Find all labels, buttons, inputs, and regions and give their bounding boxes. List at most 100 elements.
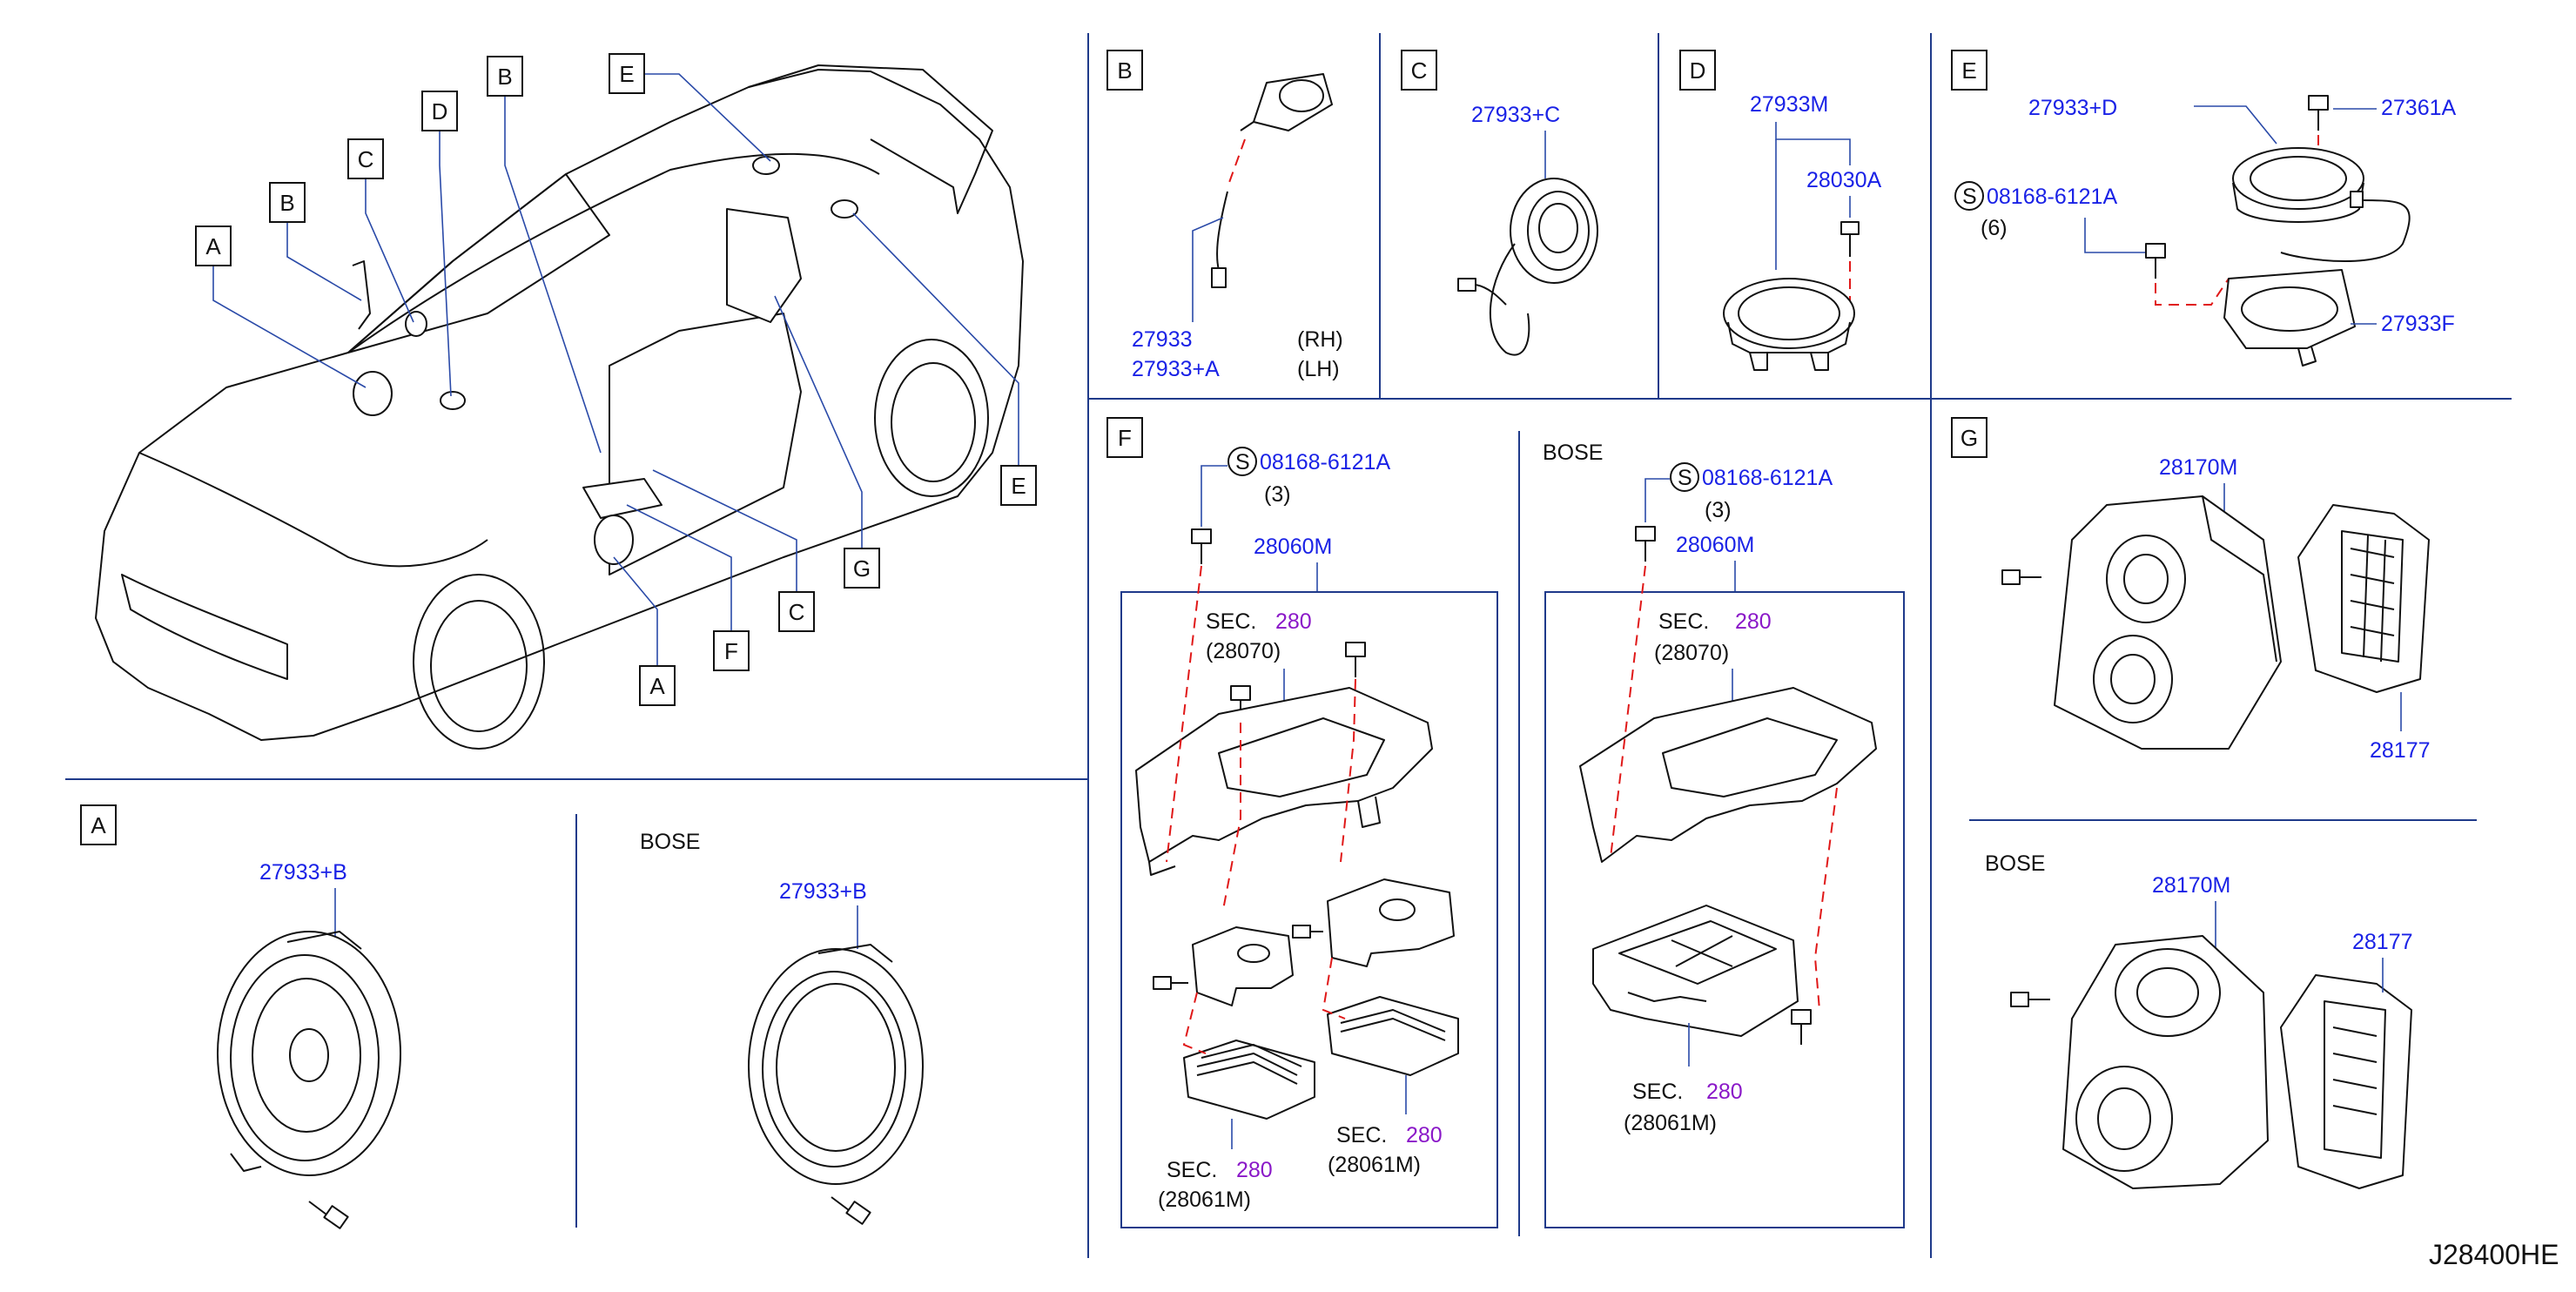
part-27933-b: 27933+B	[259, 860, 347, 885]
callout-f: F	[713, 630, 750, 671]
ref-28061m-left: (28061M)	[1158, 1188, 1251, 1212]
bose-label-g: BOSE	[1985, 851, 2045, 876]
callout-b-left: B	[269, 182, 306, 223]
part-27933-d: 27933+D	[2028, 96, 2117, 120]
bose-door-speaker-icon	[748, 944, 924, 1185]
bose-bolt-qty-3-f: (3)	[1705, 498, 1732, 522]
tweeter-b-icon	[1211, 73, 1333, 288]
bose-label-f: BOSE	[1543, 441, 1603, 465]
bose-sec-label-28070: SEC.	[1658, 609, 1709, 634]
panel-a: A 27933+B BOSE 27933+B	[80, 804, 924, 1229]
label-rh: (RH)	[1297, 327, 1343, 352]
rear-speaker-e-icon	[2232, 147, 2411, 262]
center-speaker-d-icon	[1723, 278, 1855, 371]
vehicle-overview	[95, 64, 1024, 750]
screw-f4-icon	[1292, 925, 1323, 939]
car-body-outline	[95, 69, 1024, 741]
ref-28070: (28070)	[1206, 639, 1281, 663]
bolt-qty-3-f: (3)	[1264, 482, 1291, 507]
tweeter-c-icon	[1457, 178, 1598, 356]
tapping-screw-icon	[308, 1201, 349, 1229]
amp-bracket-left-icon	[1192, 926, 1294, 1006]
part-27933m: 27933M	[1750, 92, 1828, 117]
panel-f: F S 08168-6121A (3) 28060M SEC. 280 (280…	[1106, 417, 1905, 1228]
car-spoiler	[748, 64, 993, 214]
subwoofer-box-icon	[2054, 495, 2282, 750]
panel-frame-lines	[65, 33, 2512, 1258]
diagram-id: J28400HE	[2429, 1239, 2559, 1270]
callout-a-top: A	[195, 225, 232, 266]
callout-e-right: E	[1000, 465, 1037, 506]
car-front-grille	[121, 574, 288, 680]
car-amp-f	[582, 478, 662, 519]
part-28177: 28177	[2370, 738, 2431, 763]
part-27933-a-lh: 27933+A	[1132, 357, 1220, 381]
panel-f-detail-frame	[1120, 591, 1498, 1228]
part-27933f: 27933F	[2381, 312, 2455, 336]
part-28030a: 28030A	[1806, 168, 1882, 192]
amplifier-left-icon	[1183, 1040, 1315, 1120]
screw-27361a-icon	[2308, 95, 2329, 131]
svg-text:A: A	[205, 233, 221, 259]
car-door-speaker	[594, 515, 634, 565]
screw-f2-icon	[1345, 642, 1366, 677]
svg-text:F: F	[724, 638, 738, 664]
bose-ref-28070: (28070)	[1654, 641, 1729, 665]
car-unit-d	[440, 391, 466, 410]
car-rear-wheel	[874, 339, 989, 497]
bolt-e-icon	[2145, 243, 2166, 279]
bolt-f-icon	[1191, 528, 1212, 564]
bose-bolt-s-symbol-f: S	[1670, 462, 1699, 492]
callout-a-bottom: A	[639, 665, 676, 706]
svg-text:G: G	[853, 555, 871, 582]
bose-bolt-f-icon	[1635, 526, 1656, 562]
svg-text:E: E	[1011, 473, 1026, 499]
bose-bolt-08168-6121a-f: 08168-6121A	[1702, 466, 1833, 490]
amp-bracket-right-icon	[1327, 878, 1455, 967]
car-tweeter-c	[405, 311, 427, 337]
panel-e-letter: E	[1961, 57, 1976, 84]
bose-label-a: BOSE	[640, 830, 700, 854]
panel-f-letter: F	[1118, 425, 1132, 451]
ref-28061m-right: (28061M)	[1328, 1153, 1421, 1177]
sec-num-28061m-right: 280	[1406, 1123, 1443, 1147]
part-27361a: 27361A	[2381, 96, 2457, 120]
bose-tapping-screw-icon	[831, 1196, 871, 1225]
panel-c: C 27933+C	[1401, 50, 1598, 356]
car-front-wheel	[413, 574, 545, 750]
car-hood-line	[138, 452, 488, 568]
sec-label-28061m-left: SEC.	[1167, 1158, 1217, 1182]
screw-g-icon	[2001, 569, 2041, 585]
bose-sec-num-28070: 280	[1735, 609, 1772, 634]
part-28170m: 28170M	[2159, 455, 2237, 480]
screw-d-icon	[1840, 221, 1860, 257]
bose-mounting-bracket-icon	[1579, 687, 1877, 863]
callout-b-right: B	[487, 56, 523, 97]
bose-screw-g-icon	[2010, 992, 2050, 1007]
screw-f3-icon	[1153, 976, 1188, 990]
car-door	[609, 313, 802, 575]
part-28060m: 28060M	[1254, 535, 1332, 559]
panel-c-letter: C	[1411, 57, 1428, 84]
bracket-27933f-icon	[2223, 269, 2356, 367]
callout-e-top: E	[609, 53, 645, 94]
panel-g-letter: G	[1961, 425, 1978, 451]
bose-screw-f-icon	[1791, 1009, 1812, 1045]
bolt-s-symbol-e: S	[1954, 181, 1984, 211]
bose-part-28170m: 28170M	[2152, 873, 2230, 898]
car-rear-speaker-e1	[752, 156, 780, 175]
bose-ref-28061m: (28061M)	[1624, 1111, 1717, 1135]
bose-sec-num-28061m: 280	[1706, 1080, 1743, 1104]
amplifier-28177-icon	[2297, 504, 2430, 693]
car-front-wheel-inner	[430, 600, 528, 732]
bose-amplifier-28177-icon	[2280, 974, 2412, 1189]
overview-callouts: A B C D E B E G	[195, 53, 1037, 706]
svg-text:C: C	[789, 599, 805, 625]
bose-subwoofer-box-icon	[2062, 935, 2269, 1189]
svg-text:D: D	[432, 98, 448, 124]
sec-num-28061m-left: 280	[1236, 1158, 1273, 1182]
car-speaker-a	[353, 371, 393, 416]
sec-num-28070: 280	[1275, 609, 1312, 634]
car-rear-wheel-inner	[891, 362, 976, 482]
svg-text:C: C	[358, 146, 374, 172]
